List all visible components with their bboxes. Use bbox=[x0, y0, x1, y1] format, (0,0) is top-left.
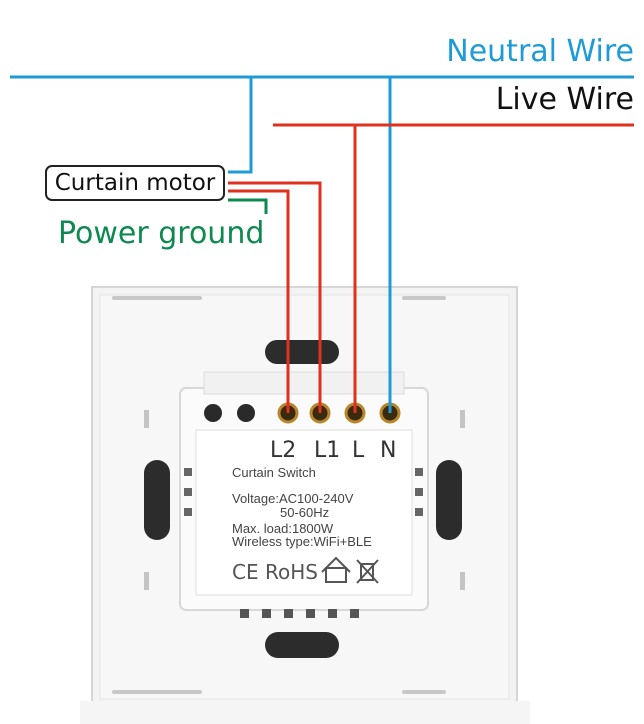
terminal-label-n: N bbox=[380, 438, 397, 463]
module-clip bbox=[184, 488, 192, 496]
plate-notch bbox=[402, 690, 446, 694]
side-slot bbox=[144, 572, 149, 590]
curtain-motor-label: Curtain motor bbox=[45, 165, 225, 201]
module-label-panel bbox=[195, 429, 413, 596]
mounting-hole-right bbox=[436, 460, 462, 540]
terminal-label-l: L bbox=[352, 438, 365, 463]
mounting-hole-top bbox=[265, 340, 339, 364]
terminal-label-l2: L2 bbox=[270, 438, 297, 463]
side-slot bbox=[144, 410, 149, 428]
mounting-hole-left bbox=[144, 460, 170, 540]
module-frequency: 50-60Hz bbox=[280, 505, 330, 520]
module-clip bbox=[415, 508, 423, 516]
mounting-hole-bottom bbox=[265, 632, 339, 658]
motor-wire-to-l1 bbox=[228, 181, 322, 413]
neutral-wire-label: Neutral Wire bbox=[446, 34, 634, 69]
terminal-screw-empty bbox=[204, 404, 222, 422]
certification-marks: CE RoHS bbox=[232, 560, 318, 584]
neutral-wire-to-motor bbox=[228, 77, 253, 174]
plate-bottom-edge bbox=[80, 701, 530, 724]
motor-wire-to-l2 bbox=[228, 189, 290, 413]
module-title: Curtain Switch bbox=[232, 465, 316, 480]
ground-wire bbox=[228, 198, 268, 214]
module-vents bbox=[240, 609, 359, 618]
house-icon bbox=[321, 556, 351, 583]
module-clip bbox=[184, 468, 192, 476]
crossed-bin-icon bbox=[356, 559, 379, 584]
plate-notch bbox=[112, 690, 202, 694]
terminal-block bbox=[203, 371, 405, 395]
module-voltage: Voltage:AC100-240V bbox=[232, 491, 354, 506]
terminal-label-l1: L1 bbox=[314, 438, 341, 463]
module-clip bbox=[415, 488, 423, 496]
side-slot bbox=[460, 410, 465, 428]
plate-notch bbox=[402, 296, 446, 300]
plate-notch bbox=[112, 296, 202, 300]
module-clip bbox=[415, 468, 423, 476]
module-wireless: Wireless type:WiFi+BLE bbox=[232, 534, 372, 549]
module-clip bbox=[184, 508, 192, 516]
side-slot bbox=[460, 572, 465, 590]
power-ground-label: Power ground bbox=[58, 216, 265, 251]
module-max-load: Max. load:1800W bbox=[232, 521, 334, 536]
live-wire-label: Live Wire bbox=[495, 82, 634, 117]
terminal-screw-empty bbox=[237, 404, 255, 422]
